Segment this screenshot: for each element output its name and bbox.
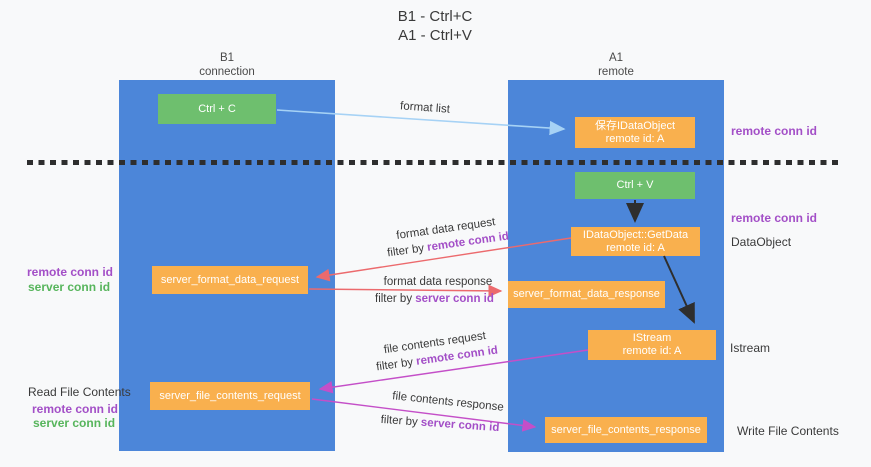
node-idataobject-getdata-line2: remote id: A <box>606 241 665 254</box>
edge-label-format-data-request: format data request filter by remote con… <box>381 212 512 262</box>
node-save-idataobject-line2: remote id: A <box>605 132 665 145</box>
title-line-1: B1 - Ctrl+C <box>397 8 473 25</box>
side-label-remote-conn-id-1: remote conn id <box>731 124 818 138</box>
edge-label-file-contents-response-line1: file contents response <box>391 390 505 414</box>
node-ctrl-c: Ctrl + C <box>158 94 276 124</box>
node-ctrl-v-label: Ctrl + V <box>616 179 654 191</box>
node-server-file-contents-request-label: server_file_contents_request <box>159 389 301 402</box>
edge-label-format-data-response-line1: format data response <box>383 276 493 288</box>
column-b1-name: B1 <box>219 52 235 64</box>
node-server-format-data-request-label: server_format_data_request <box>160 273 300 286</box>
node-idataobject-getdata-line1: IDataObject::GetData <box>582 228 689 241</box>
side-label-left-remote-conn-id-2: remote conn id <box>32 402 119 416</box>
side-label-read-file-contents: Read File Contents <box>28 385 131 399</box>
side-label-left-server-conn-id-1: server conn id <box>28 280 111 294</box>
side-label-left-server-conn-id-2: server conn id <box>33 416 116 430</box>
column-b1-role: connection <box>199 66 255 78</box>
side-label-left-remote-conn-id-1: remote conn id <box>27 265 114 279</box>
side-label-write-file-contents: Write File Contents <box>737 424 839 438</box>
edge-label-file-contents-request: file contents request filter by remote c… <box>370 326 501 376</box>
node-server-format-data-response: server_format_data_response <box>508 281 665 308</box>
session-divider-dashed-line <box>27 160 840 165</box>
node-idataobject-getdata: IDataObject::GetData remote id: A <box>571 227 700 256</box>
node-ctrl-c-label: Ctrl + C <box>198 102 236 115</box>
node-istream-line2: remote id: A <box>622 345 682 357</box>
title-line-2: A1 - Ctrl+V <box>398 27 472 44</box>
node-save-idataobject: 保存IDataObject remote id: A <box>575 117 695 148</box>
column-header-b1: B1 connection <box>119 51 335 79</box>
node-server-file-contents-response: server_file_contents_response <box>545 417 707 443</box>
node-istream-line1: IStream <box>632 332 672 344</box>
node-server-file-contents-request: server_file_contents_request <box>150 382 310 410</box>
side-label-dataobject: DataObject <box>731 235 792 249</box>
node-istream: IStream remote id: A <box>588 330 716 360</box>
column-header-a1: A1 remote <box>508 51 724 79</box>
column-a1-name: A1 <box>608 52 624 64</box>
side-label-istream: Istream <box>730 341 771 355</box>
edge-label-file-contents-response-line2: filter by server conn id <box>380 413 500 435</box>
edge-label-format-data-response-line2: filter by server conn id <box>375 293 494 305</box>
node-server-file-contents-response-label: server_file_contents_response <box>551 423 701 436</box>
diagram-title: B1 - Ctrl+C A1 - Ctrl+V <box>330 7 540 45</box>
node-save-idataobject-line1: 保存IDataObject <box>594 119 676 132</box>
side-label-remote-conn-id-2: remote conn id <box>731 211 818 225</box>
node-server-format-data-response-label: server_format_data_response <box>513 288 660 300</box>
column-a1-role: remote <box>598 66 634 78</box>
node-server-format-data-request: server_format_data_request <box>152 266 308 294</box>
edge-label-format-list: format list <box>399 100 451 116</box>
node-ctrl-v: Ctrl + V <box>575 172 695 199</box>
